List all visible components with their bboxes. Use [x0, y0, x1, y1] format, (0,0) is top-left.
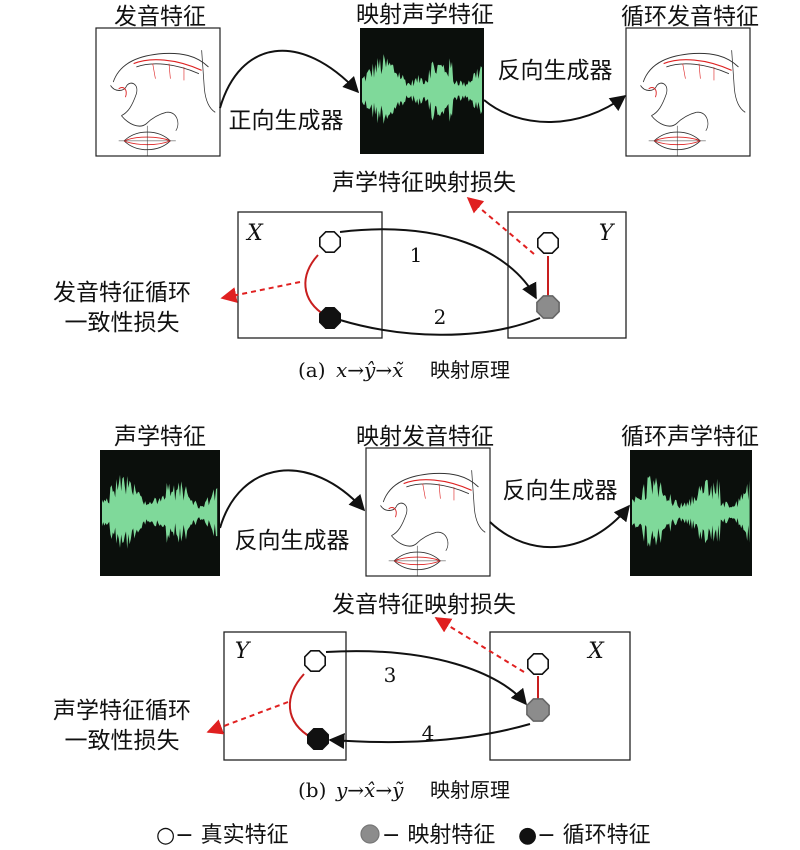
- bottom-right-title: 循环声学特征: [621, 424, 759, 450]
- top-caption-math: x→ŷ→x̃: [336, 358, 404, 382]
- top-right-title: 循环发音特征: [621, 4, 759, 30]
- bottom-articulatory-image: [365, 447, 491, 577]
- bottom-waveform-left: [100, 450, 220, 576]
- top-real-node-y: [536, 232, 560, 254]
- legend-mapped: − 映射特征: [382, 823, 495, 848]
- top-waveform: [360, 28, 484, 154]
- bottom-arrow-3-label: 3: [384, 663, 397, 687]
- bottom-box-y-var: Y: [235, 639, 252, 664]
- legend: ○− 真实特征 − 映射特征 ●− 循环特征: [156, 823, 651, 848]
- top-articulatory-image-left: [95, 27, 221, 157]
- bottom-caption: (b) y→x̂→ỹ 映射原理: [298, 778, 510, 802]
- bottom-cycle-loss-line2: 一致性损失: [65, 728, 180, 754]
- top-caption: (a) x→ŷ→x̃ 映射原理: [298, 358, 510, 382]
- top-box-y: [507, 211, 627, 339]
- bottom-left-title: 声学特征: [114, 424, 206, 450]
- top-reverse-arrow: [483, 95, 627, 123]
- top-box-y-var: Y: [599, 221, 616, 246]
- top-section: 发音特征 映射声学特征 循环发音特征 正向生成器 反向生成器 声学特征映射损失 …: [53, 2, 759, 382]
- bottom-waveform-right: [630, 450, 752, 576]
- bottom-section: 声学特征 映射发音特征 循环声学特征 反向生成器 反向生成器 发音特征映射损失 …: [53, 424, 759, 802]
- svg-text:(b): (b): [298, 778, 326, 802]
- svg-text:(a): (a): [298, 358, 326, 382]
- top-arrow-2-label: 2: [434, 305, 447, 329]
- top-cycle-node: [318, 306, 342, 330]
- bottom-mapped-node: [526, 698, 550, 722]
- top-mapped-node: [536, 295, 560, 319]
- top-articulatory-image-right: [625, 27, 751, 157]
- top-cycle-loss-arrow: [220, 281, 301, 303]
- svg-text:映射原理: 映射原理: [430, 358, 510, 382]
- bottom-real-node-x: [526, 652, 550, 676]
- svg-text:映射原理: 映射原理: [430, 778, 510, 802]
- bottom-box-x-var: X: [586, 639, 605, 664]
- bottom-box-x: [489, 631, 631, 761]
- top-cycle-loss-line1: 发音特征循环: [53, 280, 191, 306]
- bottom-right-gen-label: 反向生成器: [503, 478, 618, 504]
- top-forward-arrow: [219, 49, 360, 109]
- top-arrow-1-label: 1: [410, 243, 423, 267]
- legend-real: ○− 真实特征: [156, 823, 289, 848]
- bottom-mid-title: 映射发音特征: [356, 424, 494, 450]
- legend-mapped-swatch: [360, 824, 380, 844]
- top-box-x-var: X: [245, 221, 264, 246]
- bottom-real-node-y: [303, 649, 327, 673]
- top-left-title: 发音特征: [114, 4, 206, 30]
- top-cycle-link: [304, 254, 327, 317]
- bottom-cycle-node: [306, 727, 330, 751]
- bottom-left-arrow: [219, 469, 366, 529]
- legend-cycle: ●− 循环特征: [518, 823, 651, 848]
- top-arrow-2: [339, 317, 541, 336]
- top-mapping-loss-arrow: [466, 196, 535, 255]
- bottom-arrow-4: [328, 723, 531, 749]
- bottom-right-arrow: [489, 504, 630, 549]
- top-real-node-x: [318, 231, 342, 253]
- top-mid-title: 映射声学特征: [356, 2, 494, 28]
- bottom-left-gen-label: 反向生成器: [235, 528, 350, 554]
- bottom-arrow-4-label: 4: [422, 721, 435, 745]
- top-box-x: [237, 211, 383, 339]
- top-reverse-gen-label: 反向生成器: [498, 58, 613, 84]
- bottom-arrow-3: [325, 650, 528, 706]
- top-cycle-loss-line2: 一致性损失: [65, 310, 180, 336]
- bottom-cycle-loss-line1: 声学特征循环: [53, 698, 191, 724]
- bottom-loss-label: 发音特征映射损失: [332, 592, 516, 618]
- top-loss-label: 声学特征映射损失: [332, 170, 516, 196]
- top-arrow-1: [339, 228, 537, 300]
- top-forward-gen-label: 正向生成器: [229, 108, 344, 134]
- bottom-caption-math: y→x̂→ỹ: [335, 778, 404, 802]
- bottom-cycle-link: [289, 673, 313, 739]
